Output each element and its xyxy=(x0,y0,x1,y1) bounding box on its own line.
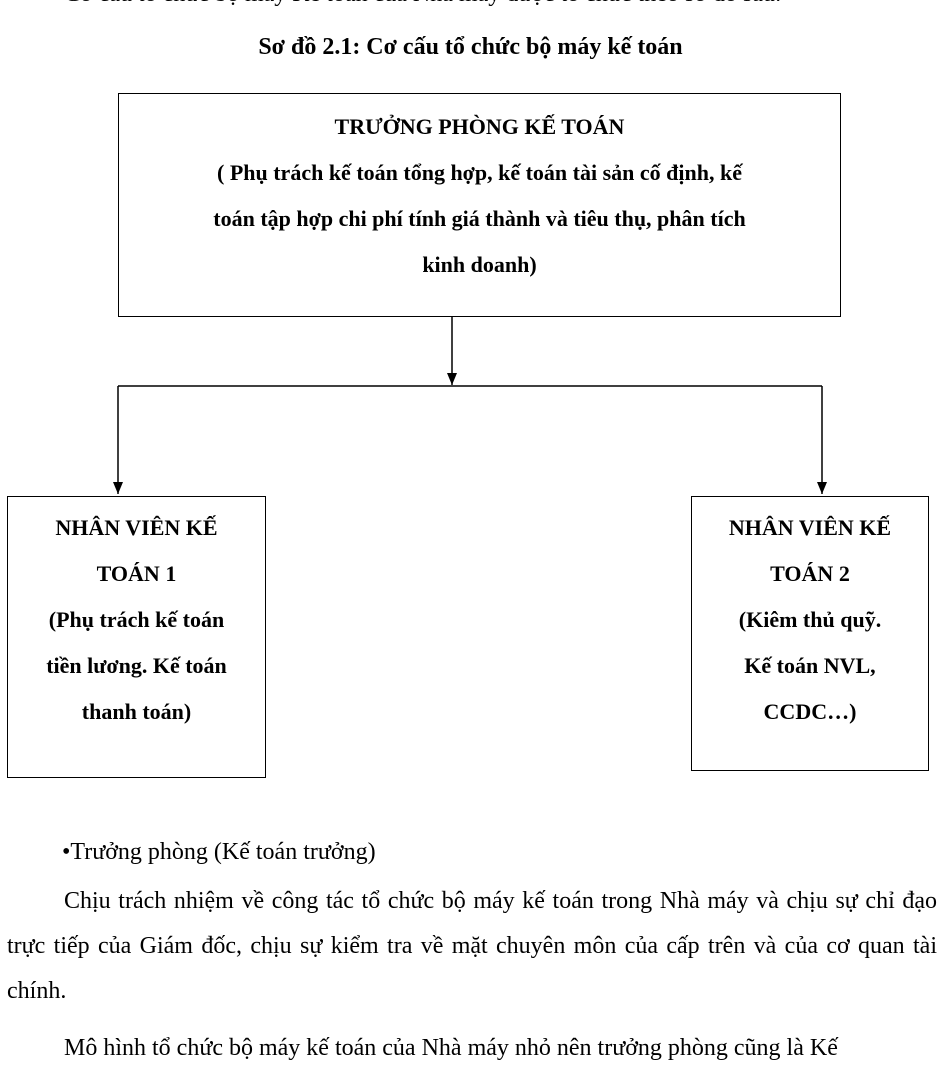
head-box-line: ( Phụ trách kế toán tổng hợp, kế toán tà… xyxy=(217,160,742,185)
arrow-head-down xyxy=(447,373,457,385)
head-box-line: kinh doanh) xyxy=(422,252,537,277)
right-box-line: CCDC…) xyxy=(763,699,857,724)
head-box-line: toán tập hợp chi phí tính giá thành và t… xyxy=(213,206,746,231)
accountant-1-box: NHÂN VIÊN KẾ TOÁN 1 (Phụ trách kế toán t… xyxy=(7,496,266,778)
arrow-right-down xyxy=(817,482,827,494)
diagram-title: Sơ đồ 2.1: Cơ cấu tổ chức bộ máy kế toán xyxy=(258,34,683,60)
left-box-line: (Phụ trách kế toán xyxy=(48,607,225,632)
paragraph-1: Chịu trách nhiệm về công tác tổ chức bộ … xyxy=(7,888,937,1004)
left-box-line: tiền lương. Kế toán xyxy=(46,653,227,678)
left-box-line: NHÂN VIÊN KẾ xyxy=(55,515,218,540)
accountant-2-box: NHÂN VIÊN KẾ TOÁN 2 (Kiêm thủ quỹ. Kế to… xyxy=(691,496,929,771)
left-box-line: thanh toán) xyxy=(81,699,192,724)
right-box-line: (Kiêm thủ quỹ. xyxy=(738,607,882,632)
head-box-line: TRƯỞNG PHÒNG KẾ TOÁN xyxy=(334,114,625,139)
arrow-left-down xyxy=(113,482,123,494)
right-box-line: Kế toán NVL, xyxy=(744,653,876,678)
right-box-line: TOÁN 2 xyxy=(770,561,850,586)
bullet-heading-text: Trưởng phòng (Kế toán trưởng) xyxy=(70,839,376,865)
paragraph-2: Mô hình tổ chức bộ máy kế toán của Nhà m… xyxy=(64,1035,838,1061)
right-box-line: NHÂN VIÊN KẾ xyxy=(728,515,892,540)
head-accountant-box: TRƯỞNG PHÒNG KẾ TOÁN ( Phụ trách kế toán… xyxy=(118,93,841,317)
intro-line: Cơ cấu tổ chức bộ máy Kế toán của Nhà má… xyxy=(64,0,941,10)
bullet-heading: •Trưởng phòng (Kế toán trưởng) xyxy=(62,830,941,875)
left-box-line: TOÁN 1 xyxy=(96,561,177,586)
bullet-icon: • xyxy=(62,839,71,865)
